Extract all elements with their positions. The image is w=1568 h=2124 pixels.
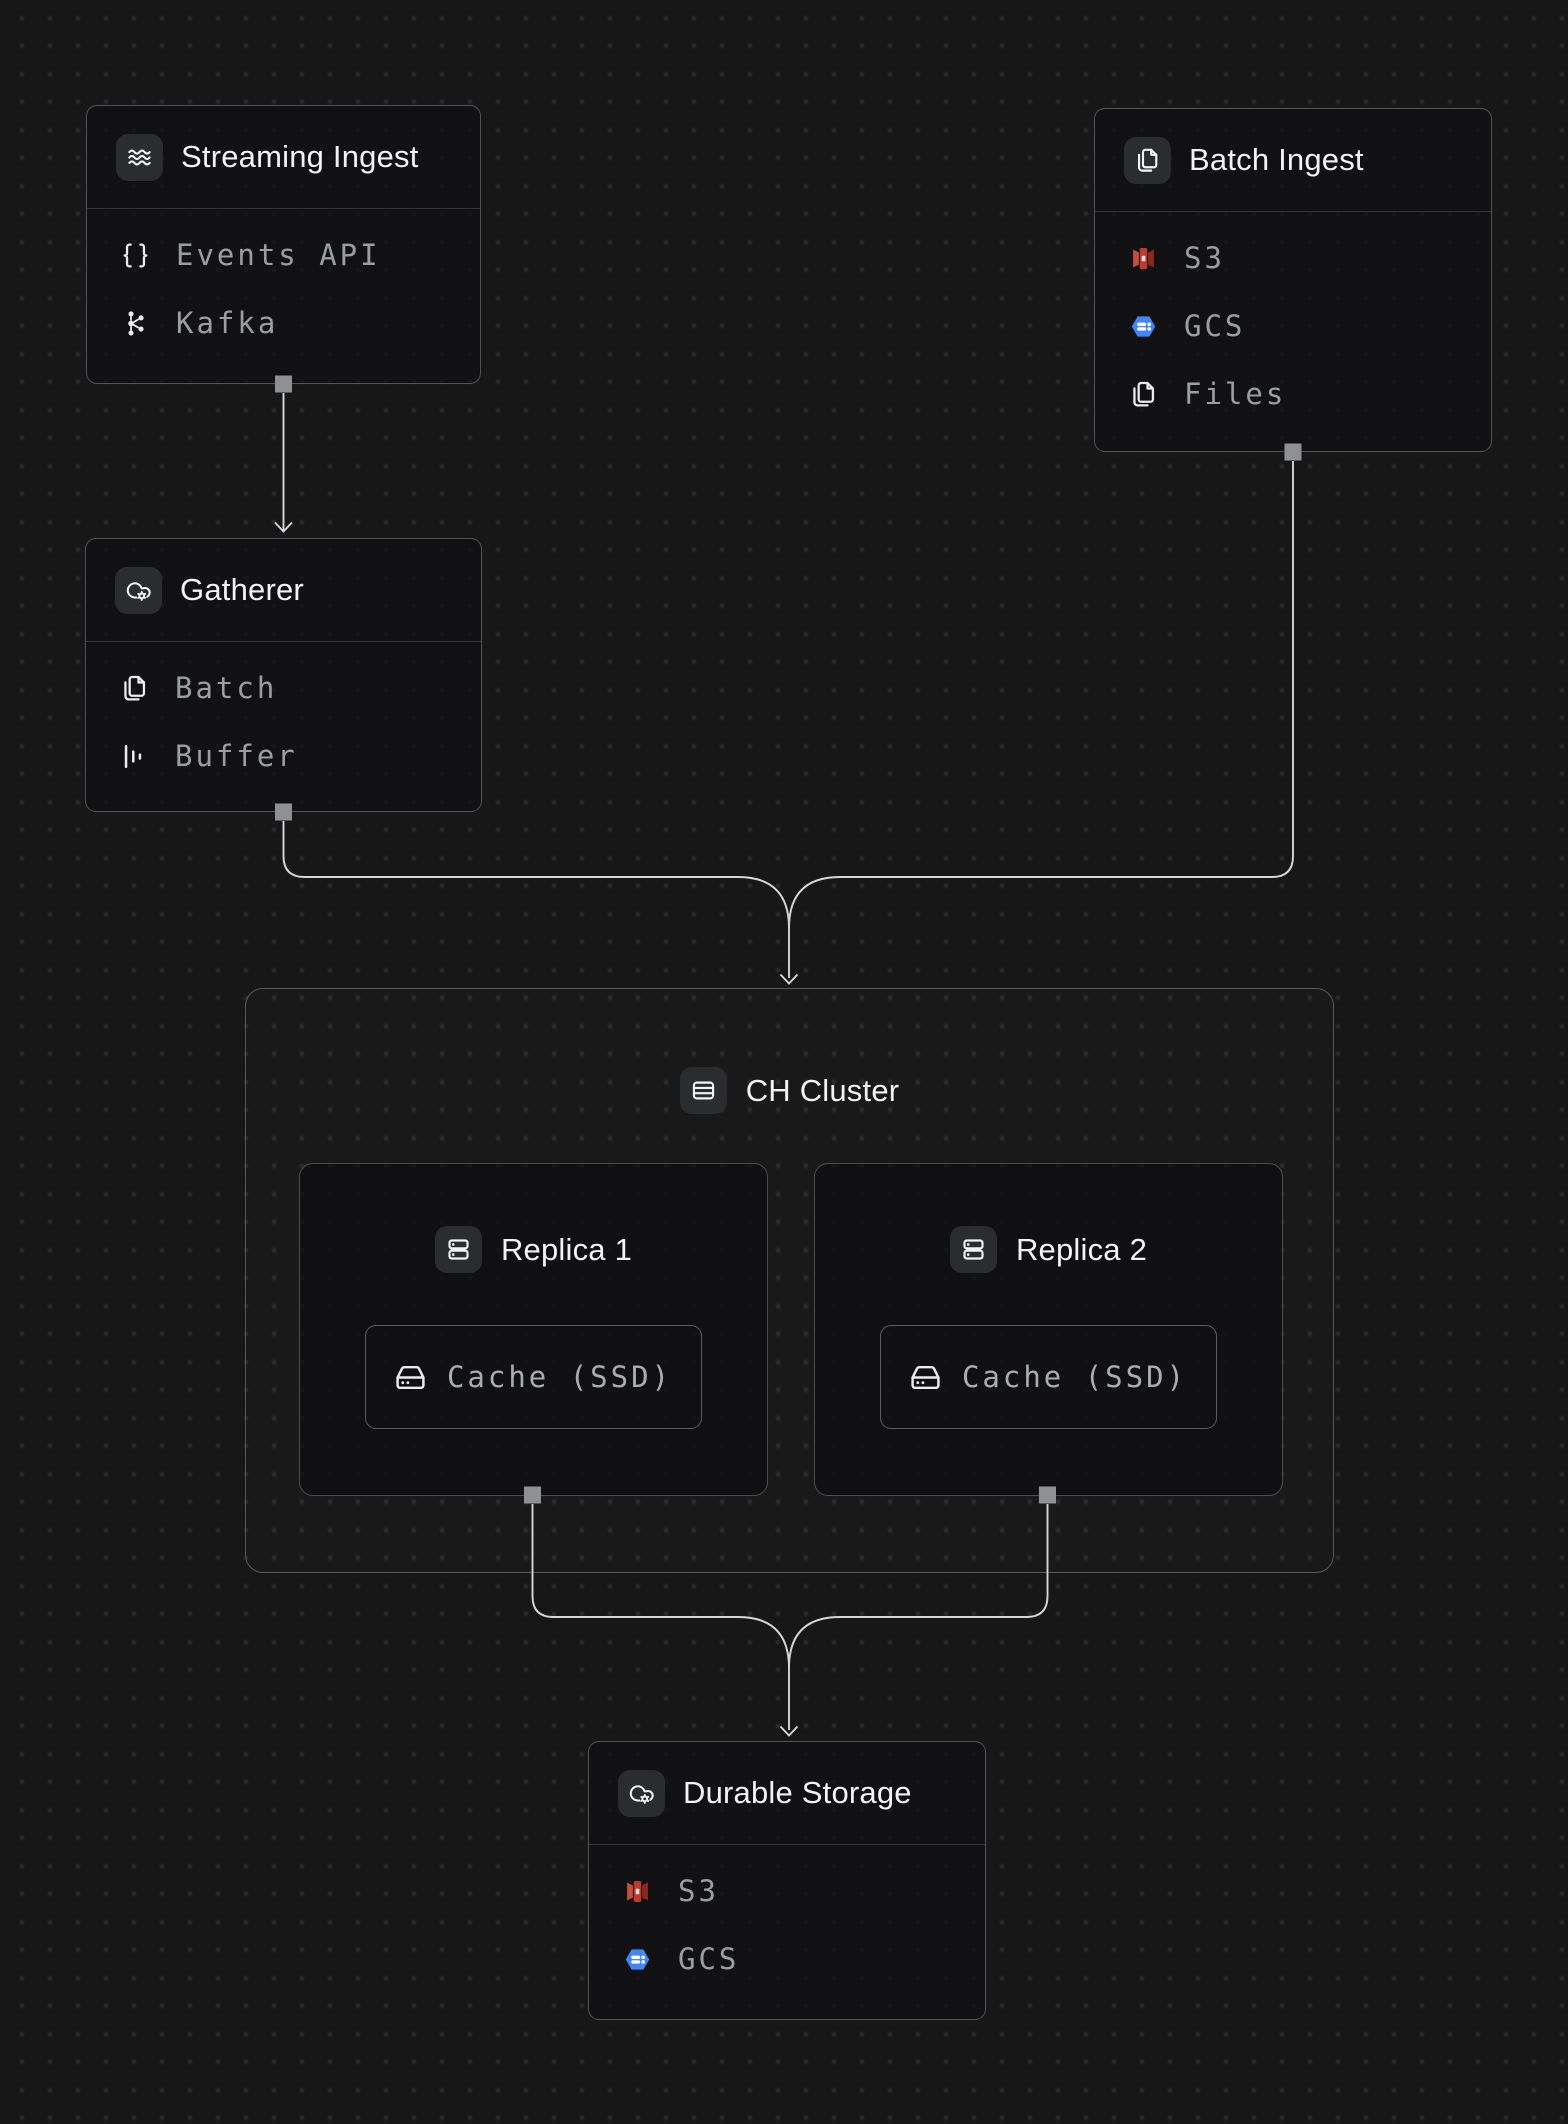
node-header: Durable Storage [589,1742,985,1845]
node-title: Replica 2 [1015,1231,1148,1267]
list-item: Buffer [115,722,452,790]
group-title: CH Cluster [745,1072,900,1108]
buffer-icon [115,742,153,771]
node-title: Streaming Ingest [181,139,419,174]
braces-icon [116,241,154,270]
list-item-label: S3 [1184,241,1225,275]
node-header: Batch Ingest [1095,109,1491,212]
cache-ssd-box[interactable]: Cache (SSD) [365,1325,702,1429]
node-header: Gatherer [86,539,481,642]
cloud-gear-icon [618,1769,665,1817]
node-replica-2[interactable]: Replica 2 Cache (SSD) [814,1163,1283,1496]
list-item: Files [1124,360,1462,428]
node-gatherer[interactable]: Gatherer Batch Buffer [85,538,482,812]
list-item-label: S3 [678,1874,719,1908]
files-icon [1124,380,1162,409]
list-item-label: Kafka [176,306,279,340]
list-item-label: Events API [176,238,381,272]
gcs-icon [1124,312,1162,341]
cache-ssd-box[interactable]: Cache (SSD) [880,1325,1217,1429]
list-item: GCS [1124,292,1462,360]
hard-drive-icon [395,1362,426,1393]
files-icon [1124,136,1171,184]
node-header: Replica 1 [300,1226,767,1273]
group-ch-cluster[interactable]: CH Cluster Replica 1 Cache (SSD) Replica… [245,988,1334,1573]
files-icon [115,674,153,703]
server-icon [949,1226,997,1273]
node-batch-ingest[interactable]: Batch Ingest S3 GCS Files [1094,108,1492,452]
server-icon [434,1226,482,1273]
list-item: S3 [1124,224,1462,292]
node-title: Durable Storage [683,1775,912,1810]
list-item-label: GCS [678,1942,740,1976]
list-item: S3 [618,1857,956,1925]
edge-batch-to-ch-cluster[interactable] [779,461,1294,985]
node-header: Replica 2 [815,1226,1282,1273]
gcs-icon [618,1945,656,1974]
cloud-gear-icon [115,566,162,614]
edge-streaming-to-gatherer[interactable] [274,393,293,533]
list-item-label: Buffer [175,739,298,773]
table-icon [679,1067,727,1114]
node-title: Batch Ingest [1189,142,1364,177]
list-item-label: Files [1184,377,1287,411]
cache-label: Cache (SSD) [961,1360,1188,1394]
node-header: Streaming Ingest [87,106,480,209]
list-item: GCS [618,1925,956,1993]
node-replica-1[interactable]: Replica 1 Cache (SSD) [299,1163,768,1496]
node-title: Replica 1 [500,1231,633,1267]
node-streaming-ingest[interactable]: Streaming Ingest Events API Kafka [86,105,481,384]
node-durable-storage[interactable]: Durable Storage S3 GCS [588,1741,986,2020]
node-title: Gatherer [180,572,304,607]
s3-icon [618,1877,656,1906]
list-item-label: GCS [1184,309,1246,343]
s3-icon [1124,244,1162,273]
list-item: Events API [116,221,451,289]
waves-icon [116,133,163,181]
hard-drive-icon [910,1362,941,1393]
group-header: CH Cluster [246,1067,1333,1114]
kafka-icon [116,309,154,338]
edge-gatherer-to-ch-cluster[interactable] [282,821,790,978]
list-item: Batch [115,654,452,722]
cache-label: Cache (SSD) [446,1360,673,1394]
list-item: Kafka [116,289,451,357]
list-item-label: Batch [175,671,278,705]
